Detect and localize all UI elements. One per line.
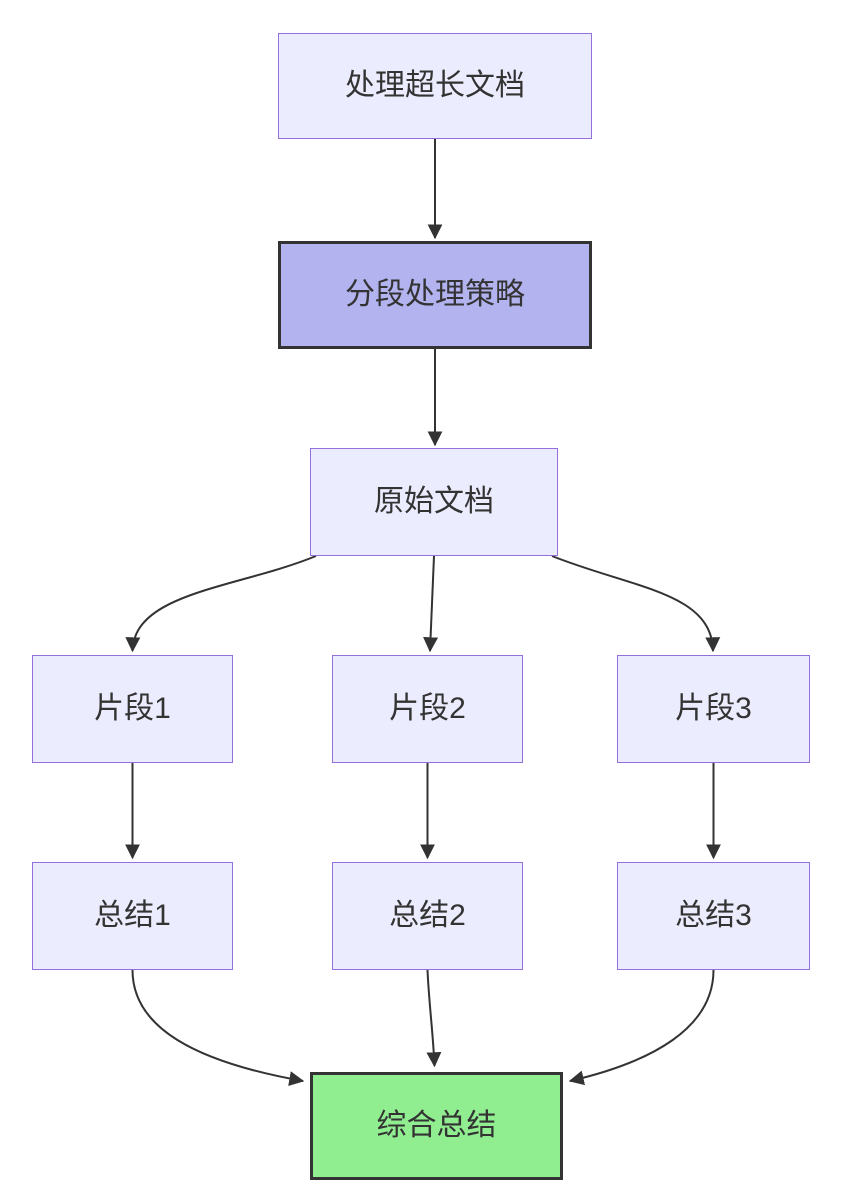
node-chunk-2: 片段2 [332,655,523,763]
node-summary-3-label: 总结3 [675,899,752,932]
node-strategy: 分段处理策略 [278,241,592,349]
node-chunk-1: 片段1 [32,655,233,763]
edge-summary-2-to-final [426,969,442,1068]
node-summary-1-label: 总结1 [94,899,171,932]
node-source-doc-label: 原始文档 [374,485,494,518]
node-chunk-3: 片段3 [617,655,810,763]
node-summary-3: 总结3 [617,862,810,970]
edge-summary-3-to-final [568,969,715,1086]
edge-source-doc-to-chunk-3 [551,555,721,653]
node-final-summary-label: 综合总结 [376,1109,497,1142]
node-strategy-label: 分段处理策略 [345,278,525,311]
edge-source-doc-to-chunk-2 [423,555,439,653]
node-summary-1: 总结1 [32,862,233,970]
node-long-doc: 处理超长文档 [278,33,592,139]
node-summary-2: 总结2 [332,862,523,970]
node-summary-2-label: 总结2 [389,899,466,932]
edge-summary-1-to-final [131,969,305,1086]
node-chunk-1-label: 片段1 [94,692,171,725]
node-chunk-3-label: 片段3 [675,692,752,725]
node-long-doc-label: 处理超长文档 [345,69,525,102]
node-source-doc: 原始文档 [310,448,558,556]
edge-source-doc-to-chunk-1 [125,555,317,653]
node-final-summary: 综合总结 [310,1072,563,1180]
node-chunk-2-label: 片段2 [389,692,466,725]
